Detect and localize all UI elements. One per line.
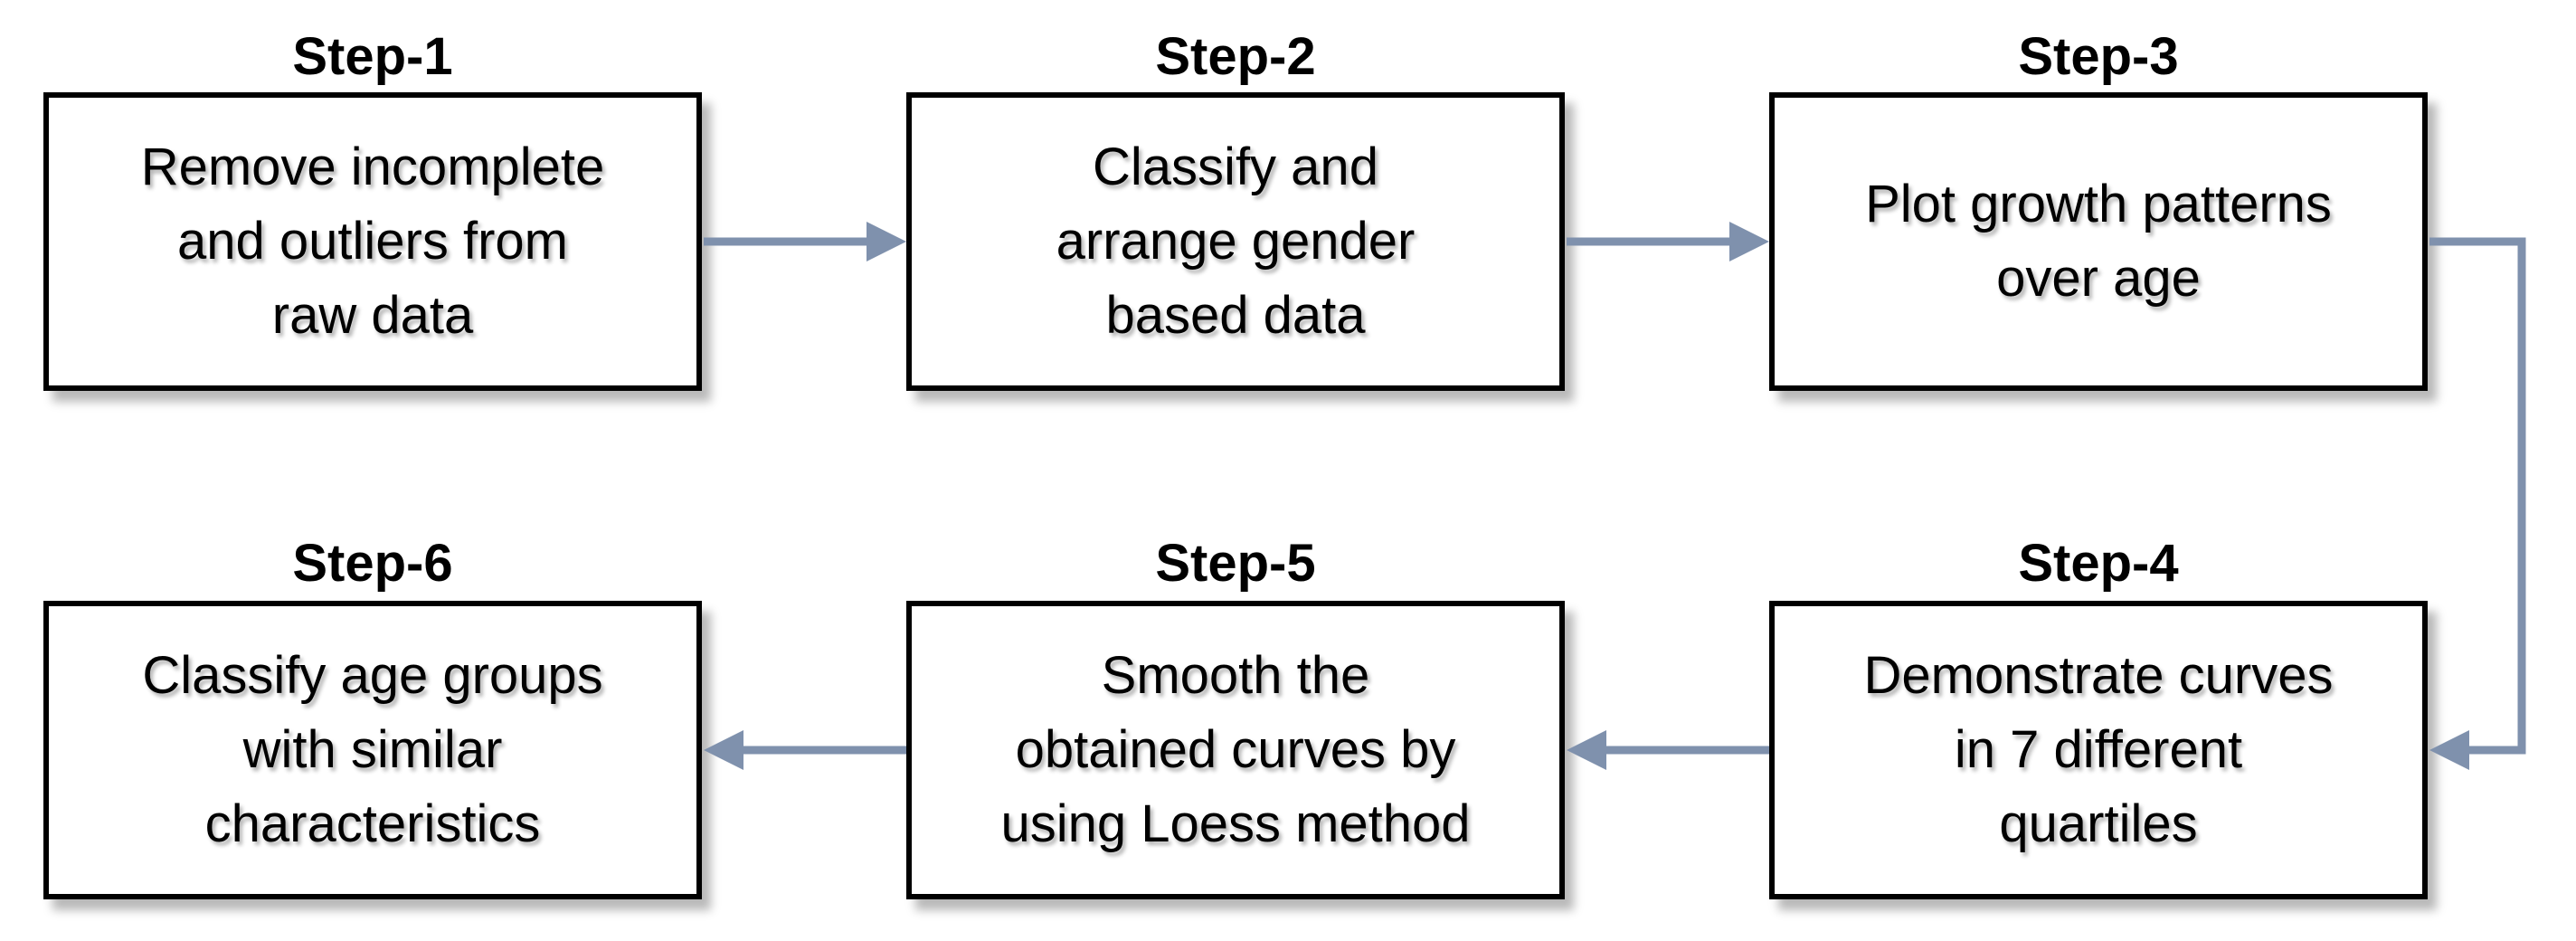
arrowhead-step5 [1567,730,1606,770]
step-6-text: Classify age groups with similar charact… [142,646,603,853]
step-3-text: Plot growth patterns over age [1865,175,2332,308]
step-4-title: Step-4 [2018,534,2179,593]
step-3-box: Plot growth patterns over age [1769,92,2428,391]
step-6-title: Step-6 [292,534,453,593]
step-1-text: Remove incomplete and outliers from raw … [140,138,605,345]
step-5-text: Smooth the obtained curves by using Loes… [1000,646,1471,853]
step-3-title: Step-3 [2018,27,2179,86]
step-5-box: Smooth the obtained curves by using Loes… [906,601,1565,899]
arrowhead-step6 [704,730,743,770]
step-1-title: Step-1 [292,27,453,86]
step-2-title: Step-2 [1155,27,1316,86]
arrow-step3-to-step4 [2429,237,2526,755]
arrowhead-step2 [867,222,906,261]
step-2-box: Classify and arrange gender based data [906,92,1565,391]
step-4-text: Demonstrate curves in 7 different quarti… [1863,646,2334,853]
step-5-title: Step-5 [1155,534,1316,593]
arrowhead-step4 [2429,730,2469,770]
step-4-box: Demonstrate curves in 7 different quarti… [1769,601,2428,899]
step-6-box: Classify age groups with similar charact… [43,601,702,899]
arrowhead-step3 [1729,222,1769,261]
step-2-text: Classify and arrange gender based data [1056,138,1416,345]
step-1-box: Remove incomplete and outliers from raw … [43,92,702,391]
